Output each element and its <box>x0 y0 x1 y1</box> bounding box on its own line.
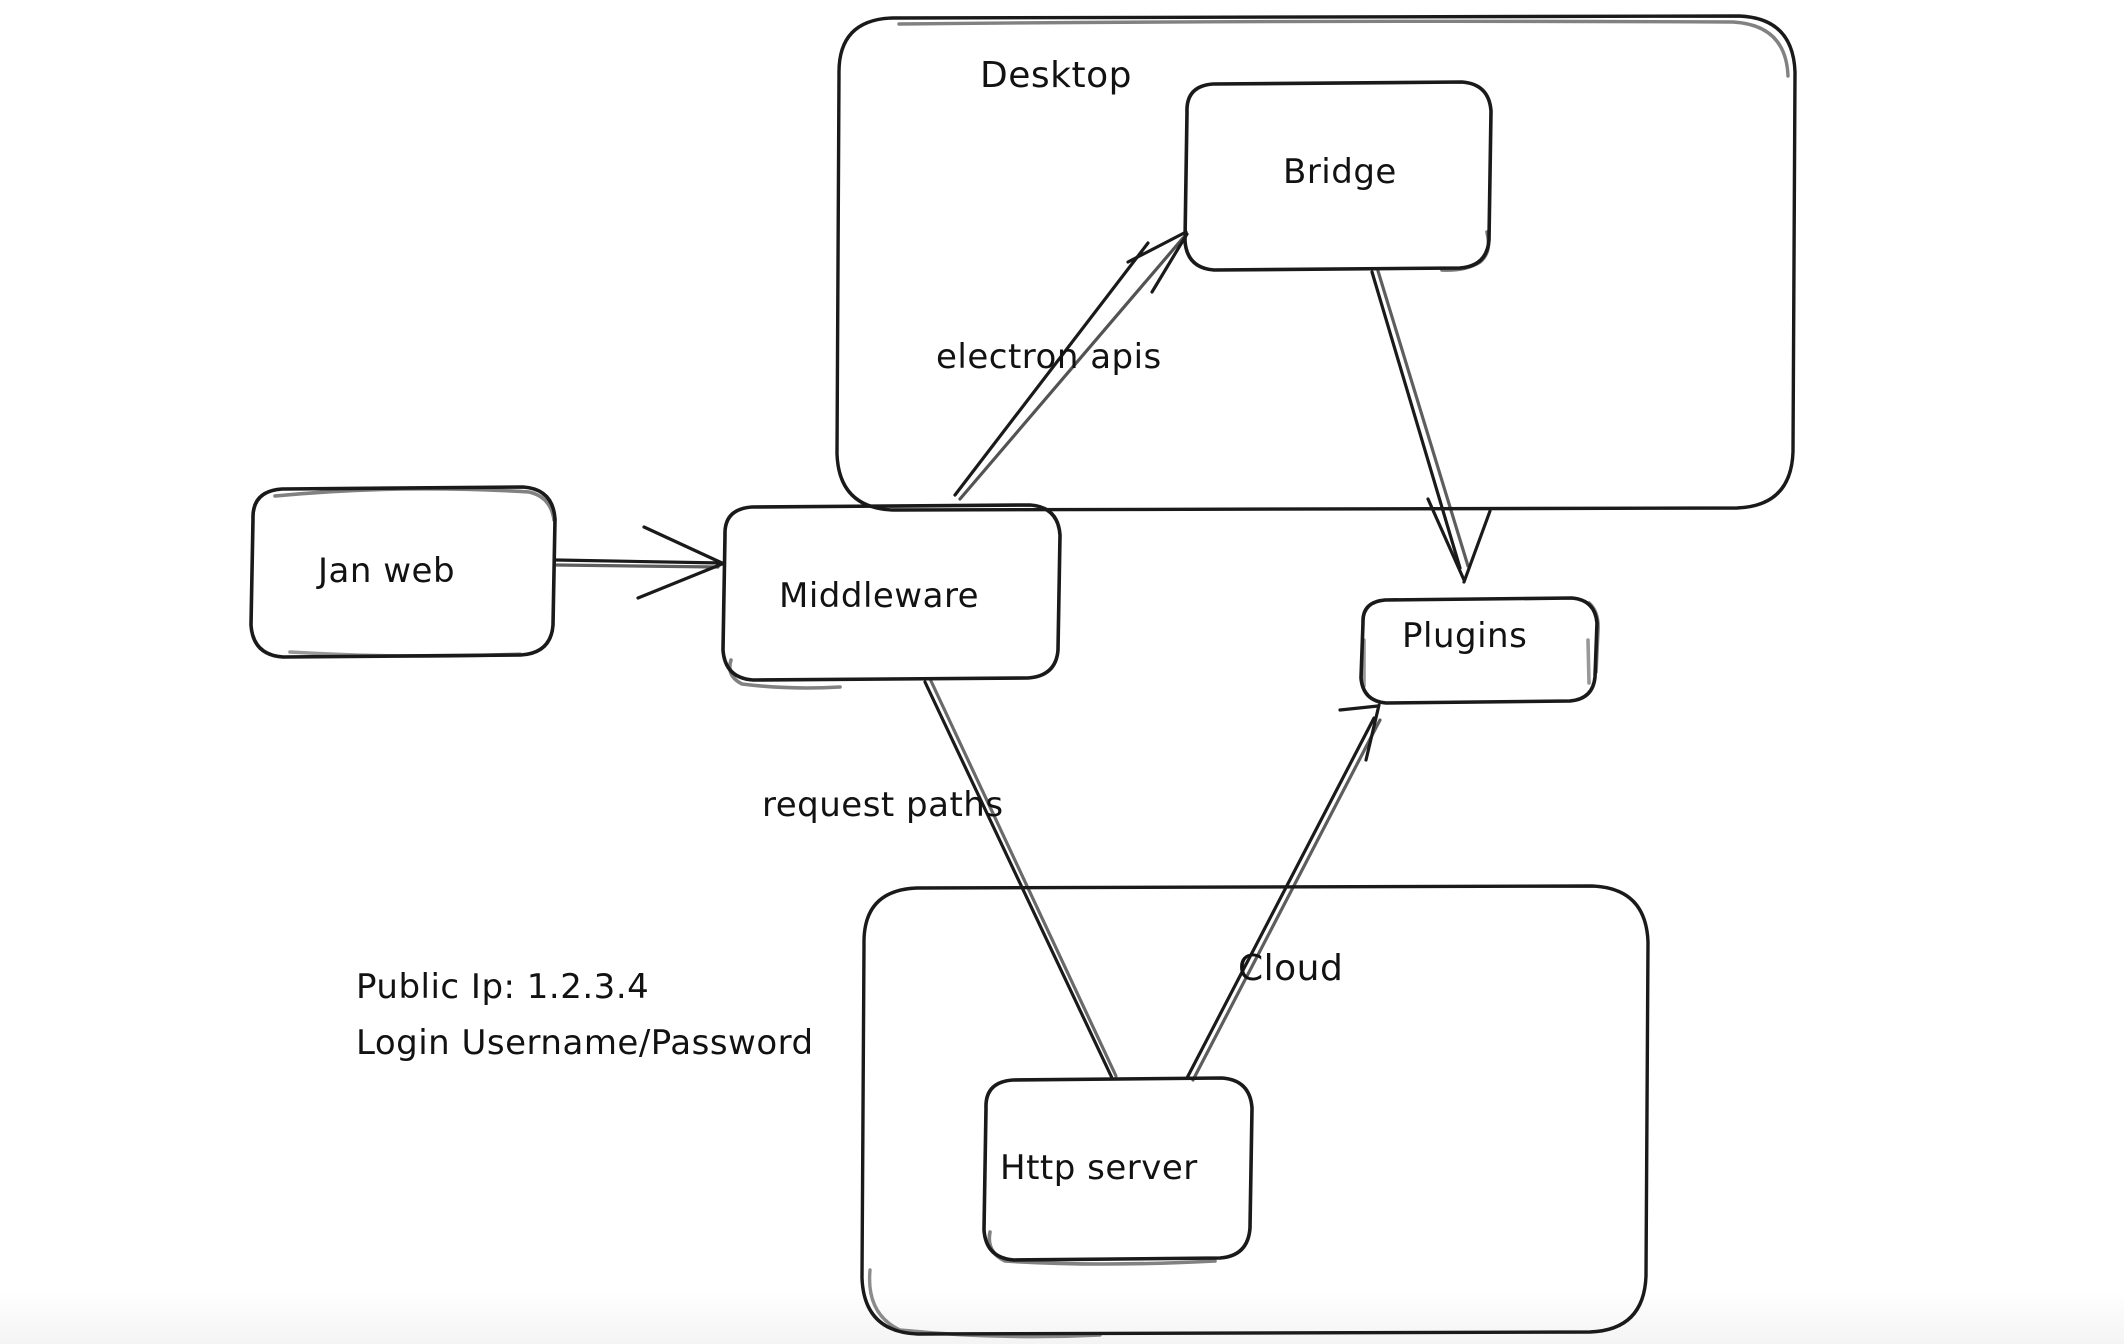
node-bridge-shape[interactable] <box>1183 80 1493 272</box>
node-label-http-server: Http server <box>1000 1148 1198 1188</box>
note-login-credentials: Login Username/Password <box>356 1023 814 1063</box>
note-public-ip: Public Ip: 1.2.3.4 <box>356 967 650 1007</box>
node-jan-web-shape[interactable] <box>249 485 557 659</box>
edge-label-request-paths: request paths <box>762 785 1004 825</box>
group-desktop-shape <box>835 14 1797 512</box>
node-http-server-shape[interactable] <box>982 1076 1254 1266</box>
node-label-jan-web: Jan web <box>318 551 456 591</box>
edge-http-server-to-plugins <box>1185 703 1382 1082</box>
node-label-middleware: Middleware <box>779 576 980 616</box>
edge-bridge-to-plugins <box>1370 269 1492 584</box>
node-middleware-shape[interactable] <box>721 503 1062 690</box>
edge-label-electron-apis: electron apis <box>936 337 1162 377</box>
edge-jan-web-to-middleware <box>554 525 724 600</box>
group-cloud-shape <box>860 884 1650 1339</box>
node-plugins-shape[interactable] <box>1359 596 1600 705</box>
node-label-plugins: Plugins <box>1402 616 1528 656</box>
edge-middleware-to-http-server <box>923 679 1118 1080</box>
node-label-bridge: Bridge <box>1283 152 1397 192</box>
edge-middleware-to-bridge <box>953 230 1189 501</box>
group-label-cloud: Cloud <box>1238 948 1344 989</box>
group-label-desktop: Desktop <box>980 55 1132 96</box>
